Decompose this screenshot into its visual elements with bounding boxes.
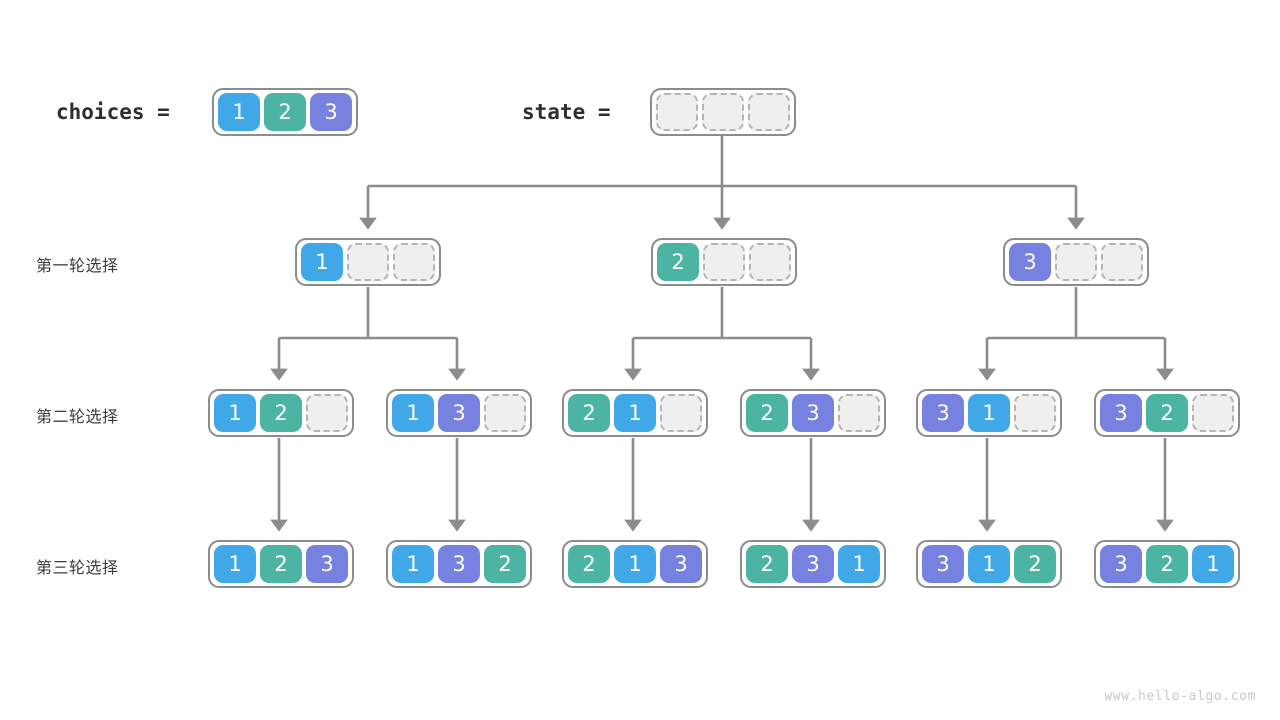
array-cell-filled: 3 xyxy=(438,545,480,583)
array-cell-filled: 2 xyxy=(657,243,699,281)
state-label: state = xyxy=(522,100,611,124)
state-node-round1-3[interactable]: 3 xyxy=(1003,238,1149,286)
array-cell-filled: 1 xyxy=(968,394,1010,432)
array-cell-filled: 2 xyxy=(260,394,302,432)
array-cell-filled: 1 xyxy=(1192,545,1234,583)
array-cell-empty xyxy=(1055,243,1097,281)
array-cell-filled: 2 xyxy=(484,545,526,583)
array-cell-filled: 3 xyxy=(1100,545,1142,583)
array-cell-filled: 3 xyxy=(922,394,964,432)
array-cell-filled: 1 xyxy=(214,394,256,432)
row-label-round3: 第三轮选择 xyxy=(36,558,119,577)
array-cell-filled: 3 xyxy=(792,394,834,432)
array-cell-filled: 1 xyxy=(214,545,256,583)
array-cell-empty xyxy=(484,394,526,432)
array-cell-filled: 1 xyxy=(838,545,880,583)
array-cell-empty xyxy=(838,394,880,432)
array-cell-filled: 2 xyxy=(1014,545,1056,583)
array-cell-filled: 3 xyxy=(1009,243,1051,281)
array-cell-empty xyxy=(1014,394,1056,432)
array-cell-filled: 2 xyxy=(1146,545,1188,583)
array-cell-empty xyxy=(1101,243,1143,281)
array-cell-filled: 2 xyxy=(264,93,306,131)
array-cell-filled: 1 xyxy=(614,394,656,432)
state-array[interactable] xyxy=(650,88,796,136)
array-cell-filled: 3 xyxy=(1100,394,1142,432)
array-cell-filled: 1 xyxy=(392,394,434,432)
state-node-round1-2[interactable]: 2 xyxy=(651,238,797,286)
array-cell-empty xyxy=(748,93,790,131)
array-cell-filled: 2 xyxy=(746,394,788,432)
row-label-round2: 第二轮选择 xyxy=(36,407,119,426)
array-cell-empty xyxy=(660,394,702,432)
array-cell-empty xyxy=(347,243,389,281)
state-node-round1-1[interactable]: 1 xyxy=(295,238,441,286)
array-cell-empty xyxy=(656,93,698,131)
array-cell-filled: 3 xyxy=(438,394,480,432)
array-cell-empty xyxy=(703,243,745,281)
array-cell-filled: 2 xyxy=(568,394,610,432)
array-cell-filled: 1 xyxy=(301,243,343,281)
array-cell-filled: 3 xyxy=(792,545,834,583)
array-cell-filled: 3 xyxy=(310,93,352,131)
array-cell-empty xyxy=(1192,394,1234,432)
choices-label: choices = xyxy=(56,100,170,124)
array-cell-empty xyxy=(306,394,348,432)
array-cell-filled: 1 xyxy=(968,545,1010,583)
array-cell-empty xyxy=(393,243,435,281)
array-cell-empty xyxy=(702,93,744,131)
array-cell-filled: 3 xyxy=(306,545,348,583)
array-cell-filled: 3 xyxy=(922,545,964,583)
array-cell-empty xyxy=(749,243,791,281)
array-cell-filled: 1 xyxy=(218,93,260,131)
array-cell-filled: 2 xyxy=(568,545,610,583)
watermark: www.hello-algo.com xyxy=(1104,689,1256,704)
array-cell-filled: 2 xyxy=(1146,394,1188,432)
array-cell-filled: 2 xyxy=(260,545,302,583)
array-cell-filled: 3 xyxy=(660,545,702,583)
array-cell-filled: 1 xyxy=(392,545,434,583)
array-cell-filled: 2 xyxy=(746,545,788,583)
row-label-round1: 第一轮选择 xyxy=(36,256,119,275)
array-cell-filled: 1 xyxy=(614,545,656,583)
